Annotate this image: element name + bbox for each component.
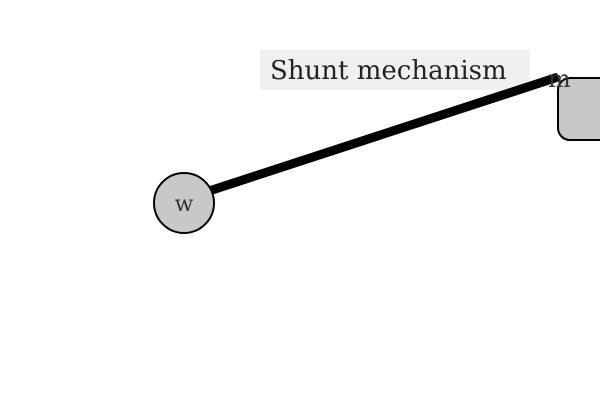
node-m[interactable] [557,77,600,141]
node-m-label: m [548,65,571,93]
node-w-label: w [175,192,194,217]
edge-label: Shunt mechanism [270,56,507,86]
node-w[interactable] [153,172,215,234]
edge-w-to-m [204,72,560,197]
edge-label-box [260,50,530,90]
